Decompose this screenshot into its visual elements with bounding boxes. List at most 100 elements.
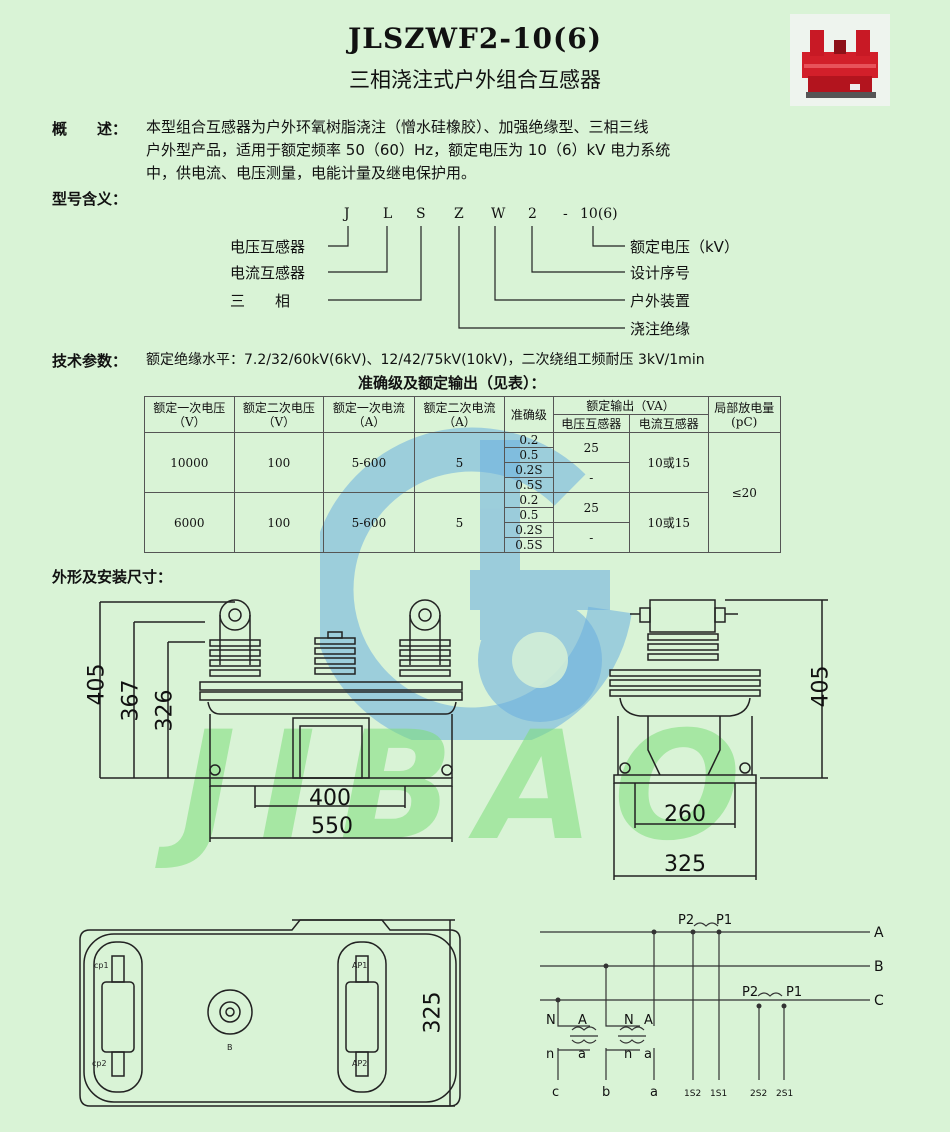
- model-label-ct: 电流互感器: [230, 264, 306, 282]
- terminal-2s1: 2S1: [776, 1089, 793, 1099]
- cell-secondary-voltage: 100: [233, 492, 325, 553]
- model-letter-z: Z: [454, 206, 464, 222]
- terminal-2s2: 2S2: [750, 1089, 767, 1099]
- ct1-p1-label: P1: [716, 913, 732, 928]
- terminal-c: c: [552, 1085, 559, 1100]
- vt2-a-label: A: [644, 1013, 653, 1028]
- cell-vt-output: -: [552, 522, 631, 553]
- wiring-diagram: A B C P2 P1 P2 P1 N A N A n a n a c b a …: [540, 913, 884, 1100]
- cell-accuracy: 0.2: [504, 492, 554, 508]
- overview-label: 概 述：: [52, 120, 128, 138]
- cell-accuracy: 0.5: [504, 447, 554, 463]
- terminal-b: b: [602, 1085, 610, 1100]
- cell-secondary-voltage: 100: [233, 432, 325, 493]
- vt1-a-label: A: [578, 1013, 587, 1028]
- model-label-cast-insulation: 浇注绝缘: [630, 320, 691, 338]
- side-view-drawing: [609, 599, 828, 880]
- header-accuracy: 准确级: [504, 396, 554, 433]
- cell-partial-discharge: ≤20: [707, 432, 781, 553]
- cell-primary-voltage: 10000: [144, 432, 235, 493]
- top-label-ap2: AP2: [352, 1059, 367, 1068]
- cell-primary-current: 5-600: [323, 432, 415, 493]
- cell-primary-voltage: 6000: [144, 492, 235, 553]
- cell-vt-output: 25: [552, 432, 631, 463]
- tech-text: 额定绝缘水平：7.2/32/60kV(6kV)、12/42/75kV(10kV)…: [146, 352, 705, 368]
- overview-line: 户外型产品，适用于额定频率 50（60）Hz，额定电压为 10（6）kV 电力系…: [146, 141, 671, 159]
- model-letter-s: S: [416, 206, 426, 222]
- ct1-p2-label: P2: [678, 913, 694, 928]
- cell-vt-output: -: [552, 462, 631, 493]
- ct2-p2-label: P2: [742, 985, 758, 1000]
- phase-c-label: C: [874, 993, 884, 1009]
- cell-secondary-current: 5: [413, 432, 506, 493]
- model-letter-dash: -: [563, 206, 568, 222]
- top-label-cp2: cp2: [92, 1059, 107, 1068]
- cell-accuracy: 0.2: [504, 432, 554, 448]
- model-label-vt: 电压互感器: [230, 238, 306, 256]
- header-vt: 电压互感器: [552, 414, 631, 433]
- top-label-ap1: AP1: [352, 961, 367, 970]
- front-dim-550: 550: [311, 814, 353, 839]
- vt2-a-sec-label: a: [644, 1047, 652, 1062]
- top-label-b: B: [227, 1043, 233, 1052]
- dimensions-label: 外形及安装尺寸：: [52, 568, 173, 586]
- overview-line: 中，供电流、电压测量，电能计量及继电保护用。: [146, 164, 477, 182]
- cell-accuracy: 0.5S: [504, 477, 554, 493]
- cell-accuracy: 0.5: [504, 507, 554, 523]
- model-label-rated-voltage: 额定电压（kV）: [630, 238, 739, 256]
- header-primary-voltage: 额定一次电压（V）: [144, 396, 235, 433]
- side-dim-325: 325: [664, 852, 706, 877]
- header-primary-current: 额定一次电流（A）: [323, 396, 415, 433]
- model-label-three-phase: 三 相: [230, 292, 291, 310]
- model-letter-w: W: [491, 206, 506, 222]
- front-dim-367: 367: [118, 679, 144, 722]
- header-ct: 电流互感器: [629, 414, 709, 433]
- top-view-drawing: cp1 AP1 cp2 AP2 B: [79, 919, 461, 1107]
- page-title: JLSZWF2-10(6): [348, 22, 602, 55]
- vt2-n-label: N: [624, 1013, 634, 1028]
- header-secondary-voltage: 额定二次电压（V）: [233, 396, 325, 433]
- page-subtitle: 三相浇注式户外组合互感器: [349, 68, 601, 92]
- top-label-cp1: cp1: [94, 961, 109, 970]
- phase-b-label: B: [874, 959, 884, 975]
- tech-label: 技术参数：: [52, 352, 128, 370]
- model-letter-j: J: [344, 206, 350, 222]
- ct2-p1-label: P1: [786, 985, 802, 1000]
- product-photo: [790, 14, 890, 106]
- model-letter-voltage: 10(6): [580, 206, 618, 222]
- header-secondary-current: 额定二次电流（A）: [413, 396, 506, 433]
- vt1-n-sec-label: n: [546, 1047, 554, 1062]
- vt1-n-label: N: [546, 1013, 556, 1028]
- phase-a-label: A: [874, 925, 884, 941]
- cell-ct-output: 10或15: [629, 492, 709, 553]
- header-partial-discharge: 局部放电量(pC): [707, 396, 781, 433]
- table-title: 准确级及额定输出（见表）：: [358, 374, 546, 392]
- front-dim-405: 405: [84, 663, 110, 706]
- cell-ct-output: 10或15: [629, 432, 709, 493]
- front-dim-400: 400: [309, 786, 351, 811]
- terminal-1s2: 1S2: [684, 1089, 701, 1099]
- cell-accuracy: 0.5S: [504, 537, 554, 553]
- model-meaning-lines: [328, 226, 625, 329]
- overview-text: 本型组合互感器为户外环氧树脂浇注（憎水硅橡胶）、加强绝缘型、三相三线 户外型产品…: [146, 116, 670, 185]
- cell-accuracy: 0.2S: [504, 522, 554, 538]
- top-dim-325: 325: [420, 991, 446, 1034]
- vt2-n-sec-label: n: [624, 1047, 632, 1062]
- model-label-outdoor: 户外装置: [630, 292, 691, 310]
- model-meaning-label: 型号含义：: [52, 190, 128, 208]
- model-letter-l: L: [383, 206, 393, 222]
- spec-table: 额定一次电压（V） 额定二次电压（V） 额定一次电流（A） 额定二次电流（A） …: [144, 396, 781, 553]
- side-dim-405: 405: [808, 665, 834, 708]
- front-dim-326: 326: [152, 689, 178, 732]
- model-letter-2: 2: [528, 206, 537, 222]
- cell-primary-current: 5-600: [323, 492, 415, 553]
- cell-accuracy: 0.2S: [504, 462, 554, 478]
- header-rated-output: 额定输出（VA）: [552, 396, 709, 415]
- terminal-a: a: [650, 1085, 658, 1100]
- terminal-1s1: 1S1: [710, 1089, 727, 1099]
- model-label-design-no: 设计序号: [630, 264, 691, 282]
- overview-line: 本型组合互感器为户外环氧树脂浇注（憎水硅橡胶）、加强绝缘型、三相三线: [146, 118, 649, 136]
- side-dim-260: 260: [664, 802, 706, 827]
- front-view-drawing: [99, 599, 463, 842]
- vt1-a-sec-label: a: [578, 1047, 586, 1062]
